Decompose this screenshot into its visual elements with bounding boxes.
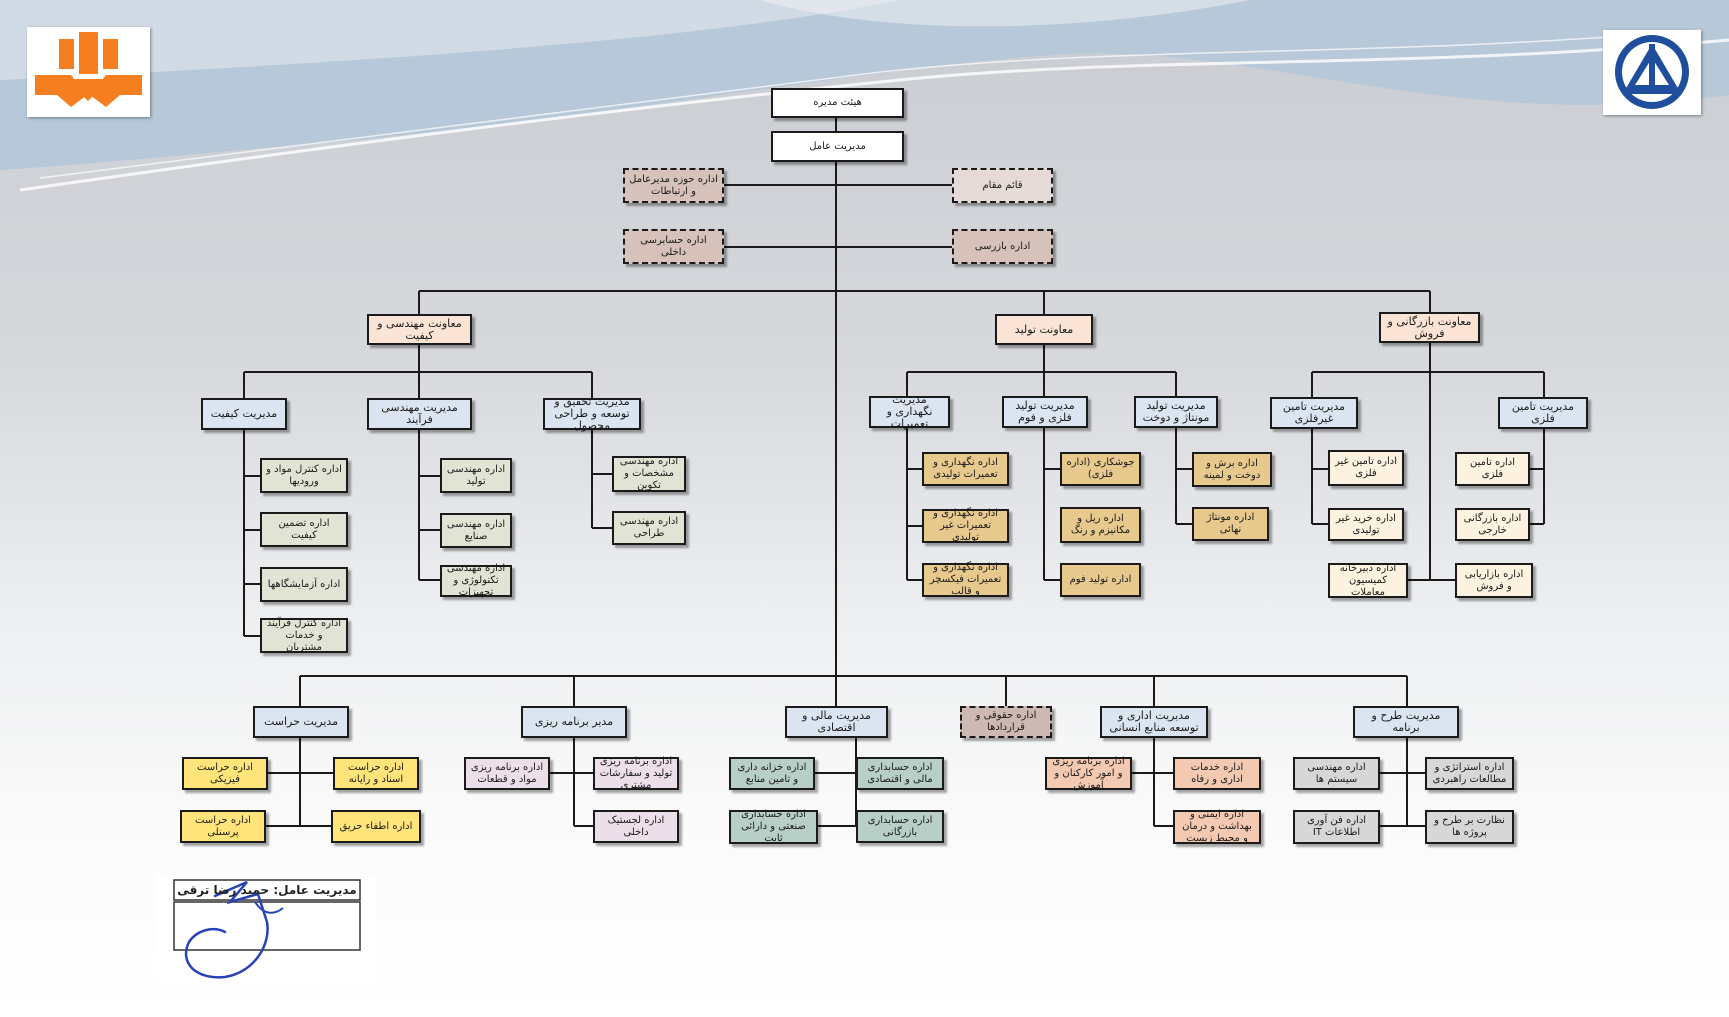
admin-item-hse: اداره ایمنی و بهداشت و درمان و محیط زیست bbox=[1173, 809, 1261, 844]
maintenance-item-3: اداره نگهداری و تعمیرات فیکسچر و قالب bbox=[922, 562, 1009, 597]
signature-label: مدیریت عامل: حمید رضا ترقی bbox=[177, 883, 357, 897]
ceo-box: مدیریت عامل bbox=[771, 131, 904, 162]
deputy-production-box: معاونت تولید bbox=[995, 314, 1093, 345]
rnd-item-1: اداره مهندسی مشخصات و تکوین bbox=[612, 456, 686, 492]
plan-program-mgmt-box: مدیریت طرح و برنامه bbox=[1353, 706, 1459, 738]
metal-item-3: اداره تولید فوم bbox=[1060, 563, 1141, 597]
deputy-eng-quality-box: معاونت مهندسی و کیفیت bbox=[367, 314, 472, 345]
quality-item-4: اداره کنترل فرآیند و خدمات مشتریان bbox=[260, 618, 348, 653]
maintenance-mgmt-box: مدیریت نگهداری و تعمیرات bbox=[869, 394, 950, 430]
finance-mgmt-box: مدیریت مالی و اقتصادی bbox=[785, 706, 888, 738]
process-eng-mgmt-box: مدیریت مهندسی فرآیند bbox=[367, 398, 472, 430]
metal-supply-item-1: اداره تامین فلزی bbox=[1455, 452, 1530, 486]
admin-item-welfare: اداره خدمات اداری و رفاه bbox=[1173, 757, 1261, 790]
security-item-fire: اداره اطفاء حریق bbox=[331, 810, 421, 843]
finance-item-industrial-accounting: اداره حسابداری صنعتی و دارائی ثابت bbox=[729, 809, 818, 844]
plan-item-it: اداره فن آوری اطلاعات IT bbox=[1293, 810, 1380, 844]
admin-item-hr-training: اداره برنامه ریزی و امور کارکنان و آموزش bbox=[1045, 756, 1132, 791]
metal-foam-mgmt-box: مدیریت تولید فلزی و فوم bbox=[1002, 396, 1088, 428]
process-item-1: اداره مهندسی تولید bbox=[440, 458, 512, 493]
metal-item-1: جوشکاری (اداره فلزی) bbox=[1060, 452, 1141, 486]
planning-item-production: اداره برنامه ریزی تولید و سفارشات مشتری bbox=[593, 756, 679, 791]
assembly-mgmt-box: مدیریت تولید مونتاژ و دوخت bbox=[1134, 396, 1218, 428]
process-item-2: اداره مهندسی صنایع bbox=[440, 513, 512, 548]
ceo-office-box: اداره حوزه مدیرعامل و ارتباطات bbox=[623, 168, 724, 203]
security-item-personnel: اداره حراست پرسنلی bbox=[180, 810, 266, 843]
planning-item-logistics: اداره لجستیک داخلی bbox=[593, 810, 679, 843]
metal-supply-item-2: اداره بازرگانی خارجی bbox=[1455, 508, 1530, 541]
finance-item-commercial-accounting: اداره حسابداری بازرگانی bbox=[856, 810, 944, 843]
maintenance-item-2: اداره نگهداری و تعمیرات غیر تولیدی bbox=[922, 508, 1009, 543]
saipa-logo-icon bbox=[27, 27, 150, 117]
internal-audit-box: اداره حسابرسی داخلی bbox=[623, 229, 724, 264]
secretariat-box: اداره دبیرخانه کمیسیون معاملات bbox=[1328, 563, 1408, 598]
signature-scribble-icon bbox=[155, 874, 377, 982]
plan-item-projects: نظارت بر طرح و پروژه ها bbox=[1425, 810, 1514, 844]
finance-item-treasury: اداره خزانه داری و تامین منابع bbox=[729, 757, 815, 790]
quality-mgmt-box: مدیریت کیفیت bbox=[201, 398, 287, 430]
assembly-item-2: اداره مونتاژ نهائی bbox=[1192, 507, 1269, 541]
deputy-commerce-box: معاونت بازرگانی و فروش bbox=[1379, 312, 1480, 343]
nonmetal-item-1: اداره تامین غیر فلزی bbox=[1328, 450, 1404, 486]
marketing-box: اداره بازاریابی و فروش bbox=[1455, 563, 1533, 598]
planning-mgmt-box: مدیر برنامه ریزی bbox=[521, 706, 627, 738]
security-item-documents: اداره حراست اسناد و رایانه bbox=[333, 757, 419, 790]
nonmetal-item-2: اداره خرید غیر تولیدی bbox=[1328, 508, 1404, 541]
security-mgmt-box: مدیریت حراست bbox=[253, 706, 349, 738]
finance-item-financial-accounting: اداره حسابداری مالی و اقتصادی bbox=[856, 757, 944, 790]
metal-item-2: اداره ریل و مکانیزم و رنگ bbox=[1060, 507, 1141, 543]
quality-item-3: اداره آزمایشگاهها bbox=[260, 567, 348, 602]
nonmetal-supply-mgmt-box: مدیریت تامین غیرفلزی bbox=[1270, 397, 1358, 429]
maintenance-item-1: اداره نگهداری و تعمیرات تولیدی bbox=[922, 452, 1009, 486]
rnd-item-2: اداره مهندسی طراحی bbox=[612, 511, 686, 545]
assembly-item-1: اداره برش و دوخت و لمینه bbox=[1192, 452, 1272, 487]
plan-item-systems: اداره مهندسی سیستم ها bbox=[1293, 757, 1380, 790]
quality-item-1: اداره کنترل مواد و ورودیها bbox=[260, 458, 348, 493]
rnd-mgmt-box: مدیریت تحقیق و توسعه و طراحی محصول bbox=[543, 396, 641, 432]
plan-item-strategy: اداره استراتژی و مطالعات راهبردی bbox=[1425, 757, 1514, 790]
metal-supply-mgmt-box: مدیریت تامین فلزی bbox=[1498, 397, 1588, 429]
process-item-3: اداره مهندسی تکنولوژی و تجهیزات bbox=[440, 563, 512, 598]
planning-item-materials: اداره برنامه ریزی مواد و قطعات bbox=[464, 757, 550, 790]
admin-hr-mgmt-box: مدیریت اداری و توسعه منابع انسانی bbox=[1100, 706, 1208, 738]
board-box: هیئت مدیره bbox=[771, 88, 904, 118]
inspection-box: اداره بازرسی bbox=[952, 229, 1053, 264]
deputy-box: قائم مقام bbox=[952, 168, 1053, 203]
quality-item-2: اداره تضمین کیفیت bbox=[260, 512, 348, 547]
security-item-physical: اداره حراست فیزیکی bbox=[182, 757, 268, 790]
company-logo-icon bbox=[1603, 30, 1701, 115]
legal-box: اداره حقوقی و قراردادها bbox=[960, 706, 1052, 738]
